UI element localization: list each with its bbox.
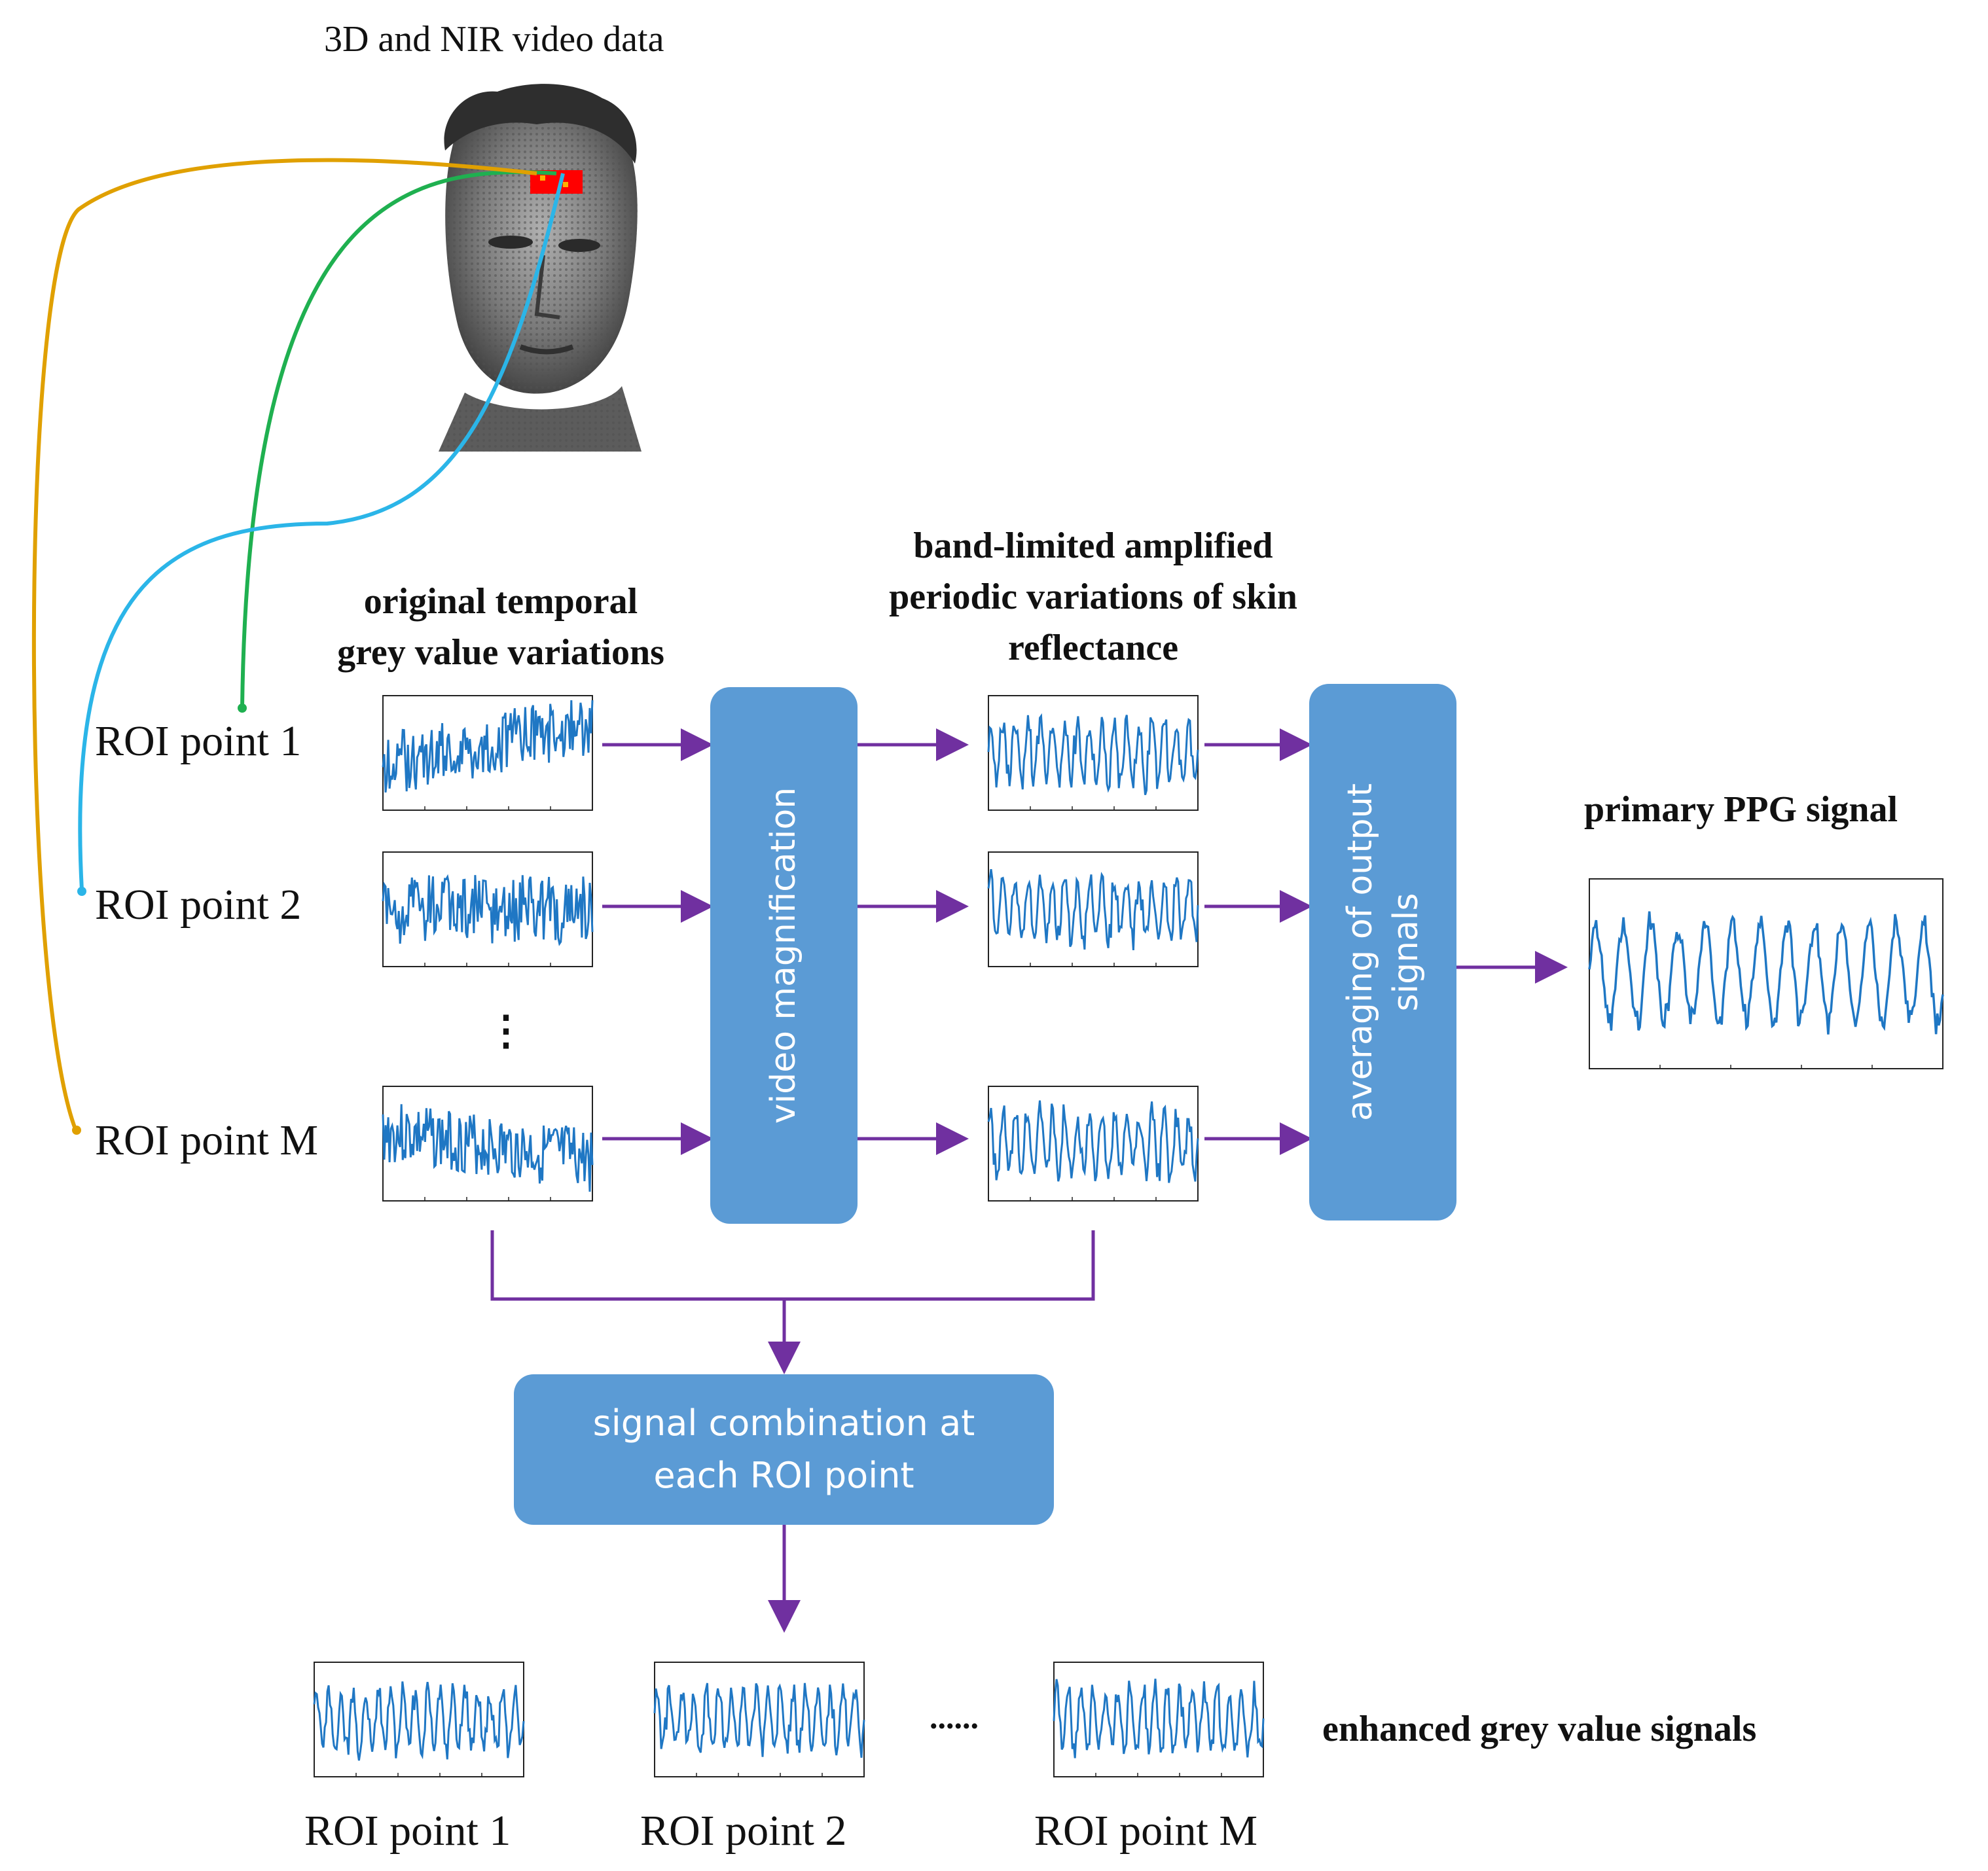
signal-trace	[653, 1683, 865, 1758]
averaging-label: averaging of output signals	[1337, 783, 1429, 1121]
signal-thumbnail	[313, 1662, 525, 1777]
signal-thumbnail	[987, 1086, 1199, 1202]
plot-band-limited-roi-1	[982, 692, 1204, 827]
mid-title-line-1: band-limited amplified	[913, 526, 1273, 566]
plot-primary-ppg	[1583, 876, 1949, 1085]
video-magnification-box: video magnification	[710, 687, 858, 1224]
signal-trace	[1588, 911, 1944, 1035]
video-magnification-label: video magnification	[764, 787, 804, 1124]
vertical-ellipsis: ⋮	[486, 1009, 526, 1054]
plot-original-roi-1	[376, 692, 599, 827]
roi-label-1: ROI point 1	[95, 717, 302, 765]
plot-enhanced-roi-m	[1047, 1659, 1270, 1793]
signal-trace	[1053, 1679, 1265, 1758]
plot-enhanced-roi-2	[648, 1659, 871, 1793]
averaging-line-1: averaging of output	[1340, 783, 1380, 1121]
figure-title: 3D and NIR video data	[324, 19, 664, 60]
roi-label-m: ROI point M	[95, 1116, 319, 1164]
signal-trace	[987, 1100, 1199, 1183]
roi-label-bottom-2: ROI point 2	[640, 1807, 847, 1855]
roi-label-bottom-m: ROI point M	[1034, 1807, 1258, 1855]
plot-band-limited-roi-2	[982, 849, 1204, 983]
plot-frame	[382, 851, 593, 967]
plot-frame	[1053, 1662, 1264, 1777]
mid-title-line-2: periodic variations of skin	[889, 577, 1297, 617]
roi-label-2: ROI point 2	[95, 881, 302, 929]
averaging-box: averaging of output signals	[1309, 684, 1456, 1221]
band-limited-column-title: band-limited amplified periodic variatio…	[812, 520, 1375, 673]
signal-thumbnail	[382, 695, 594, 811]
signal-trace	[382, 700, 594, 793]
combination-line-2: each ROI point	[653, 1455, 914, 1496]
curve-roi-1	[240, 169, 557, 707]
horizontal-ellipsis: ......	[930, 1699, 979, 1736]
input-title-line-2: grey value variations	[337, 632, 664, 673]
plot-original-roi-m	[376, 1083, 599, 1217]
primary-ppg-title: primary PPG signal	[1584, 789, 1898, 830]
plot-original-roi-2	[376, 849, 599, 983]
enhanced-signals-title: enhanced grey value signals	[1322, 1709, 1757, 1749]
signal-thumbnail	[382, 1086, 594, 1202]
roi-label-bottom-1: ROI point 1	[304, 1807, 511, 1855]
signal-thumbnail	[382, 851, 594, 967]
signal-thumbnail	[653, 1662, 865, 1777]
signal-trace	[382, 1104, 594, 1192]
input-column-title: original temporal grey value variations	[259, 576, 743, 678]
signal-trace	[382, 874, 594, 946]
signal-trace	[313, 1681, 525, 1761]
signal-trace	[987, 713, 1199, 796]
signal-thumbnail	[1588, 878, 1944, 1069]
signal-combination-box: signal combination at each ROI point	[514, 1374, 1054, 1525]
plot-frame	[988, 695, 1199, 811]
combination-line-1: signal combination at	[592, 1402, 975, 1444]
mid-title-line-3: reflectance	[1007, 628, 1179, 668]
plot-band-limited-roi-m	[982, 1083, 1204, 1217]
curve-roi-m	[31, 158, 537, 1130]
signal-thumbnail	[987, 695, 1199, 811]
signal-thumbnail	[1053, 1662, 1265, 1777]
input-title-line-1: original temporal	[363, 581, 638, 622]
plot-enhanced-roi-1	[308, 1659, 530, 1793]
averaging-line-2: signals	[1386, 893, 1426, 1012]
signal-trace	[987, 869, 1199, 950]
curve-roi-2	[78, 173, 565, 891]
signal-thumbnail	[987, 851, 1199, 967]
